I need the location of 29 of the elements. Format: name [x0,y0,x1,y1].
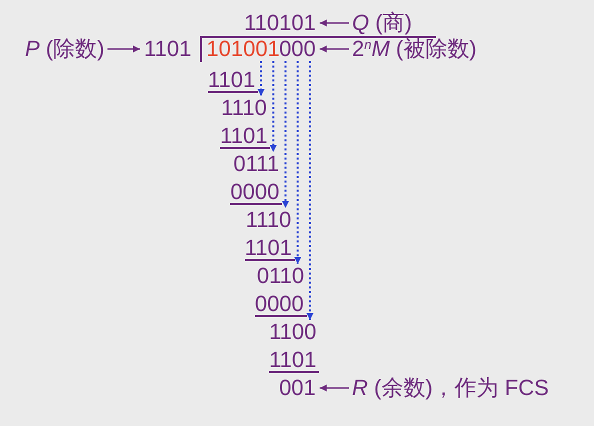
subtrahend-number: 1101 [220,125,270,149]
remainder-number: 001 [279,377,316,399]
dotted-arrow [294,61,302,264]
partial-remainder: 1110 [246,209,292,231]
arrow [320,384,349,392]
quotient-number: 110101 [244,12,316,34]
arrow [107,46,140,52]
dotted-arrow [282,61,289,208]
partial-remainder: 1100 [269,321,316,343]
dotted-arrow [270,61,277,152]
subtrahend-number: 1101 [269,349,320,373]
dotted-arrow [258,61,265,96]
message-digits: 101001 [206,38,280,60]
subtrahend-number: 0000 [230,181,282,205]
dividend-label: 2$^{n}$M (被除数) [352,38,477,60]
appended-zeros: 000 [279,38,316,60]
arrow [320,46,349,52]
dotted-arrow [306,61,314,320]
subtrahend-number: 1101 [208,69,258,93]
remainder-label: R (余数)，作为 FCS [352,377,549,399]
partial-remainder: 0111 [233,153,280,175]
divisor-label: P (除数) [25,38,104,60]
subtrahend-number: 1101 [244,237,295,261]
subtrahend-number: 0000 [254,293,307,317]
arrow [320,20,349,26]
divisor-number: 1101 [144,38,192,60]
partial-remainder: 1110 [221,97,267,119]
partial-remainder: 0110 [256,265,304,287]
quotient-label: Q (商) [352,12,412,34]
